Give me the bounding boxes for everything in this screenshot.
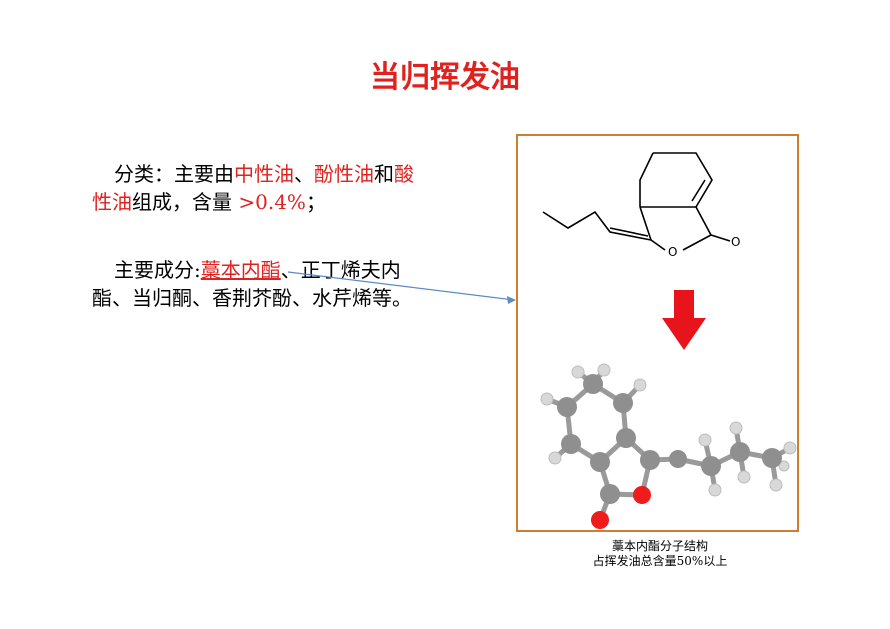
title-text: 当归挥发油 bbox=[370, 60, 520, 95]
down-arrow-icon bbox=[662, 290, 706, 350]
ball-and-stick-model bbox=[540, 363, 797, 529]
classification-label: 分类：主要由 bbox=[114, 162, 234, 186]
skeletal-formula bbox=[542, 152, 731, 251]
composition-text: 组成，含量 bbox=[132, 190, 239, 214]
ring-oxygen-label: O bbox=[668, 245, 677, 259]
classification-paragraph: 分类：主要由中性油、酚性油和酸性油组成，含量 >0.4%； bbox=[92, 160, 432, 216]
separator: 、 bbox=[294, 162, 314, 186]
structure-caption: 藁本内酯分子结构 占挥发油总含量50%以上 bbox=[520, 539, 800, 569]
content-value: >0.4% bbox=[238, 190, 306, 214]
acidic-oil: 酸性油 bbox=[92, 162, 414, 214]
phenolic-oil: 酚性油 bbox=[314, 162, 374, 186]
neutral-oil: 中性油 bbox=[234, 162, 294, 186]
components-paragraph: 主要成分:藁本内酯、正丁烯夫内酯、当归酮、香荆芥酚、水芹烯等。 bbox=[92, 256, 432, 312]
caption-line-2: 占挥发油总含量50%以上 bbox=[592, 554, 728, 568]
pointer-arrowhead bbox=[507, 296, 516, 304]
pointer-line bbox=[287, 271, 515, 301]
and-text: 和 bbox=[374, 162, 394, 186]
components-label: 主要成分: bbox=[114, 258, 201, 282]
ligustilide-link[interactable]: 藁本内酯 bbox=[200, 258, 281, 282]
components-rest: 、正丁烯夫内酯、当归酮、香荆芥酚、水芹烯等。 bbox=[92, 258, 412, 310]
end-punct: ； bbox=[305, 190, 326, 214]
carbonyl-oxygen-label: O bbox=[731, 235, 740, 249]
page-title: 当归挥发油 bbox=[0, 52, 890, 96]
caption-line-1: 藁本内酯分子结构 bbox=[611, 539, 708, 553]
